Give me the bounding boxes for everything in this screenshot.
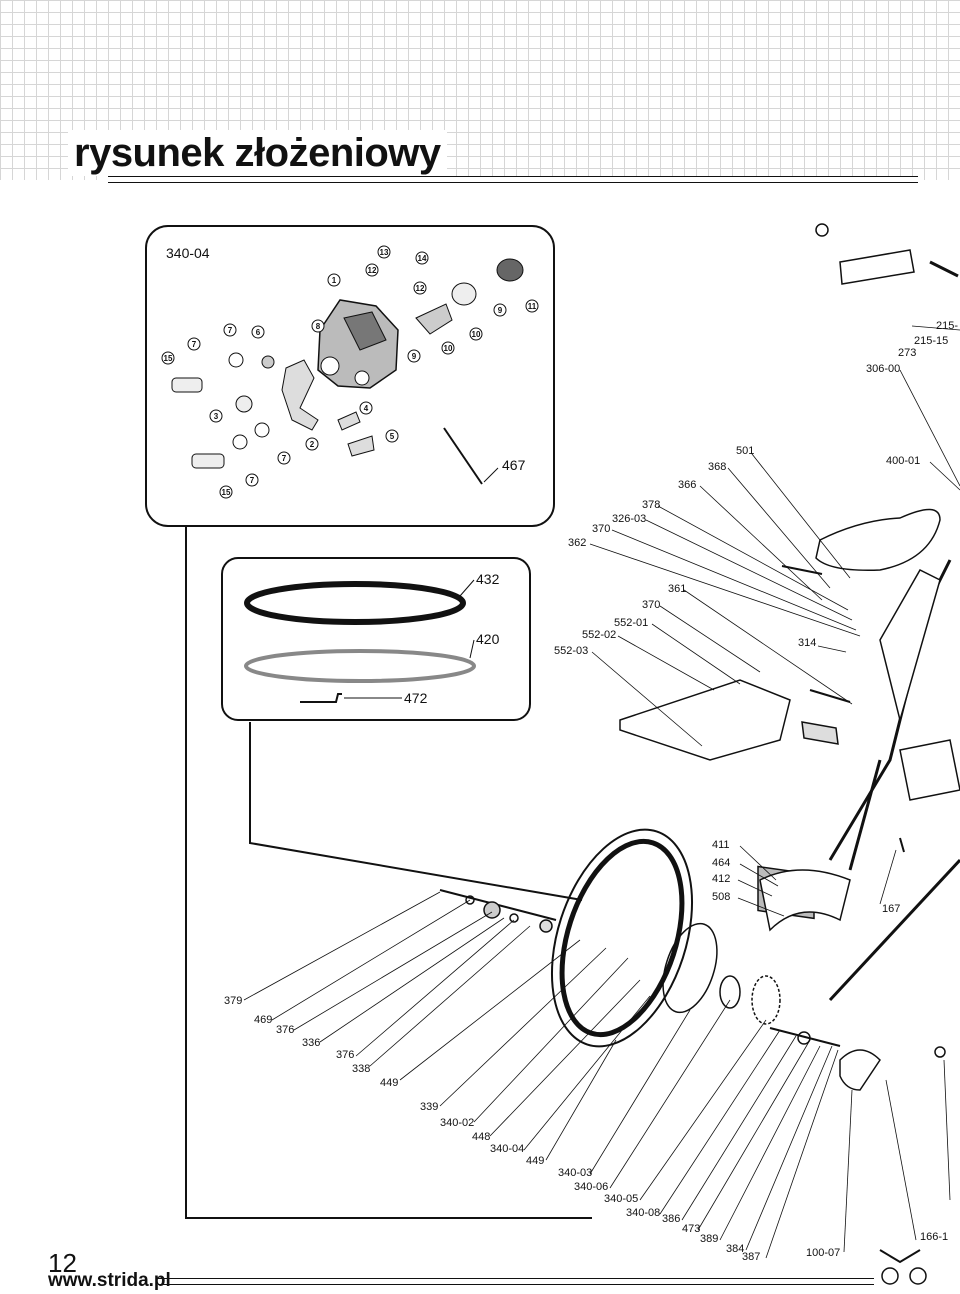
svg-text:6: 6 <box>256 328 261 337</box>
callout-370-b: 370 <box>642 599 660 611</box>
brake-inset-code: 340-04 <box>166 245 210 261</box>
valve-label-472: 472 <box>404 690 428 706</box>
svg-text:7: 7 <box>228 326 233 335</box>
callout-473: 473 <box>682 1223 700 1235</box>
svg-text:1: 1 <box>332 276 337 285</box>
callout-340-03: 340-03 <box>558 1167 592 1179</box>
callout-501: 501 <box>736 445 754 457</box>
callout-412: 412 <box>712 873 730 885</box>
rear-wheel-rim <box>550 828 694 1048</box>
callout-368: 368 <box>708 461 726 473</box>
pedal <box>899 739 960 801</box>
callout-448: 448 <box>472 1131 490 1143</box>
callout-340-06: 340-06 <box>574 1181 608 1193</box>
callout-340-02: 340-02 <box>440 1117 474 1129</box>
callout-362: 362 <box>568 537 586 549</box>
page-title: rysunek złożeniowy <box>68 130 447 176</box>
callout-340-04: 340-04 <box>490 1143 524 1155</box>
callout-336: 336 <box>302 1037 320 1049</box>
callout-389: 389 <box>700 1233 718 1245</box>
svg-text:15: 15 <box>164 354 173 363</box>
tube-label-420: 420 <box>476 631 500 647</box>
callout-552-02: 552-02 <box>582 629 616 641</box>
svg-text:7: 7 <box>192 340 197 349</box>
callout-387: 387 <box>742 1251 760 1263</box>
luggage-rack <box>619 679 791 761</box>
callout-379: 379 <box>224 995 242 1007</box>
callout-386: 386 <box>662 1213 680 1225</box>
callout-378: 378 <box>642 499 660 511</box>
callout-100-07: 100-07 <box>806 1247 840 1259</box>
callout-384: 384 <box>726 1243 744 1255</box>
tyre-ring <box>244 581 466 625</box>
svg-text:7: 7 <box>250 476 255 485</box>
svg-text:10: 10 <box>444 344 453 353</box>
page-number: 12 <box>48 1248 77 1278</box>
tube-ring <box>244 649 476 683</box>
callout-167: 167 <box>882 903 900 915</box>
leader-lines <box>243 325 960 1259</box>
svg-text:12: 12 <box>368 266 377 275</box>
callout-366: 366 <box>678 479 696 491</box>
callout-376-a: 376 <box>276 1024 294 1036</box>
callout-508: 508 <box>712 891 730 903</box>
caliper-body <box>171 258 524 485</box>
svg-text:3: 3 <box>214 412 219 421</box>
callout-339: 339 <box>420 1101 438 1113</box>
svg-text:4: 4 <box>364 404 369 413</box>
callout-464: 464 <box>712 857 730 869</box>
callout-306-00: 306-00 <box>866 363 900 375</box>
callout-411: 411 <box>712 839 730 851</box>
tyre-inset-connector <box>249 722 583 901</box>
callout-338: 338 <box>352 1063 370 1075</box>
callout-449-b: 449 <box>526 1155 544 1167</box>
brake-rotor <box>662 922 718 1014</box>
callout-361: 361 <box>668 583 686 595</box>
callout-labels: 215- 215-15 273 306-00 400-01 501 368 36… <box>224 320 958 1263</box>
brake-part-label: 467 <box>502 457 526 473</box>
callout-326-03: 326-03 <box>612 513 646 525</box>
svg-text:2: 2 <box>310 440 315 449</box>
svg-text:7: 7 <box>282 454 287 463</box>
callout-552-01: 552-01 <box>614 617 648 629</box>
svg-text:9: 9 <box>498 306 503 315</box>
callout-314: 314 <box>798 637 816 649</box>
svg-text:15: 15 <box>222 488 231 497</box>
svg-text:13: 13 <box>380 248 389 257</box>
callout-215: 215- <box>936 320 958 332</box>
saddle <box>815 508 941 571</box>
svg-text:5: 5 <box>390 432 395 441</box>
callout-340-05: 340-05 <box>604 1193 638 1205</box>
brake-circled-numbers: 13 14 12 12 1 11 9 7 6 8 10 10 9 15 7 3 … <box>161 245 539 499</box>
callout-273: 273 <box>898 347 916 359</box>
footer-rule <box>158 1278 874 1285</box>
callout-215-15: 215-15 <box>914 335 948 347</box>
chainring <box>751 975 781 1025</box>
grip <box>839 249 915 285</box>
title-rule <box>108 176 918 183</box>
svg-text:11: 11 <box>528 302 537 311</box>
spacer-ring <box>719 975 741 1009</box>
callout-376-b: 376 <box>336 1049 354 1061</box>
svg-text:9: 9 <box>412 352 417 361</box>
svg-text:14: 14 <box>418 254 427 263</box>
callout-400-01: 400-01 <box>886 455 920 467</box>
callout-340-08: 340-08 <box>626 1207 660 1219</box>
svg-text:10: 10 <box>472 330 481 339</box>
callout-370-a: 370 <box>592 523 610 535</box>
callout-469: 469 <box>254 1014 272 1026</box>
callout-166-1: 166-1 <box>920 1231 948 1243</box>
rear-tyre <box>559 838 685 1038</box>
svg-text:12: 12 <box>416 284 425 293</box>
brake-inset-connector <box>185 526 592 1219</box>
website-url: www.strida.pl <box>48 1270 171 1291</box>
tyre-label-432: 432 <box>476 571 500 587</box>
seat-stay <box>828 858 960 1002</box>
callout-449-a: 449 <box>380 1077 398 1089</box>
svg-text:8: 8 <box>316 322 321 331</box>
rear-fender <box>759 869 851 932</box>
callout-552-03: 552-03 <box>554 645 588 657</box>
